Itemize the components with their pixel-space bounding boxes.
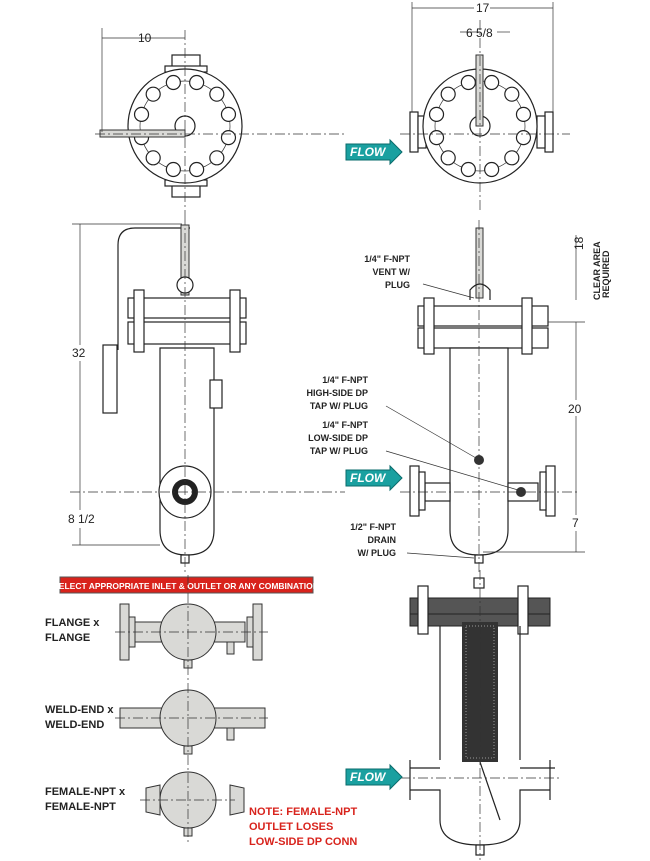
bolt-icon [133, 106, 150, 122]
plan-view-right [400, 20, 570, 210]
option-flange: FLANGE x FLANGE [45, 603, 268, 669]
option-female-npt: FEMALE-NPT x FEMALE-NPT [45, 771, 245, 837]
flow-arrow-bottom: FLOW [345, 764, 403, 790]
option-weld-end: WELD-END x WELD-END [45, 689, 268, 755]
callout-high-side-dp: 1/4" F-NPT HIGH-SIDE DP TAP W/ PLUG [306, 375, 477, 459]
dimension-8-1-2: 8 1/2 [66, 492, 160, 546]
svg-text:1/4" F-NPT: 1/4" F-NPT [322, 375, 368, 385]
female-npt-note: NOTE: FEMALE-NPT OUTLET LOSES LOW-SIDE D… [249, 806, 357, 848]
bolt-icon [209, 150, 225, 166]
svg-text:32: 32 [72, 346, 86, 360]
bolt-icon [220, 130, 237, 146]
bolt-icon [460, 74, 476, 91]
svg-text:1/4" F-NPT: 1/4" F-NPT [364, 254, 410, 264]
plan-view-left [95, 30, 345, 215]
svg-text:HIGH-SIDE DP: HIGH-SIDE DP [306, 388, 368, 398]
bolt-icon [165, 161, 181, 178]
selection-banner: SELECT APPROPRIATE INLET & OUTLET OR ANY… [53, 576, 319, 594]
svg-text:17: 17 [476, 1, 490, 15]
svg-text:VENT W/: VENT W/ [373, 267, 411, 277]
bolt-icon [515, 106, 532, 122]
svg-text:8 1/2: 8 1/2 [68, 512, 95, 526]
dimension-6-5-8: 6 5/8 [460, 26, 510, 40]
bolt-icon [504, 150, 520, 166]
svg-text:FLOW: FLOW [350, 471, 387, 485]
svg-text:FEMALE-NPT: FEMALE-NPT [45, 801, 116, 813]
svg-text:TAP W/ PLUG: TAP W/ PLUG [310, 401, 368, 411]
svg-text:WELD-END x: WELD-END x [45, 704, 114, 716]
svg-text:OUTLET LOSES: OUTLET LOSES [249, 821, 333, 833]
bolt-icon [209, 86, 225, 102]
dimension-20: 20 [548, 321, 590, 492]
bolt-icon [165, 74, 181, 91]
bolt-icon [484, 161, 500, 178]
dimension-17: 17 [411, 0, 554, 112]
svg-text:TAP W/ PLUG: TAP W/ PLUG [310, 446, 368, 456]
callout-low-side-dp: 1/4" F-NPT LOW-SIDE DP TAP W/ PLUG [308, 420, 519, 491]
bolt-icon [504, 86, 520, 102]
callout-drain: 1/2" F-NPT DRAIN W/ PLUG [350, 522, 475, 559]
bolt-icon [440, 86, 456, 102]
svg-text:7: 7 [572, 516, 579, 530]
dimension-10: 10 [101, 28, 185, 132]
svg-text:DRAIN: DRAIN [368, 535, 397, 545]
bolt-icon [145, 150, 161, 166]
svg-text:1/4" F-NPT: 1/4" F-NPT [322, 420, 368, 430]
svg-text:FEMALE-NPT x: FEMALE-NPT x [45, 786, 126, 798]
cutaway-view [400, 570, 560, 860]
dimension-32: 32 [68, 223, 182, 492]
flow-arrow-middle: FLOW [345, 465, 403, 491]
svg-text:10: 10 [138, 31, 152, 45]
svg-text:FLOW: FLOW [350, 770, 387, 784]
svg-text:LOW-SIDE DP: LOW-SIDE DP [308, 433, 368, 443]
svg-text:18: 18 [572, 236, 586, 250]
bolt-icon [484, 74, 500, 91]
svg-text:FLANGE x: FLANGE x [45, 617, 100, 629]
svg-text:PLUG: PLUG [385, 280, 410, 290]
bolt-icon [428, 130, 445, 146]
bolt-icon [220, 106, 237, 122]
bolt-icon [428, 106, 445, 122]
svg-text:1/2" F-NPT: 1/2" F-NPT [350, 522, 396, 532]
svg-text:LOW-SIDE DP CONN: LOW-SIDE DP CONN [249, 836, 357, 848]
bolt-icon [460, 161, 476, 178]
svg-text:20: 20 [568, 402, 582, 416]
svg-text:FLOW: FLOW [350, 145, 387, 159]
svg-text:WELD-END: WELD-END [45, 719, 104, 731]
dimension-7: 7 [483, 492, 585, 553]
callout-vent: 1/4" F-NPT VENT W/ PLUG [364, 254, 475, 299]
svg-text:6 5/8: 6 5/8 [466, 26, 493, 40]
svg-text:FLANGE: FLANGE [45, 632, 90, 644]
bolt-icon [515, 130, 532, 146]
bolt-icon [189, 161, 205, 178]
bolt-icon [440, 150, 456, 166]
bolt-icon [189, 74, 205, 91]
elevation-right [400, 220, 580, 575]
bolt-icon [145, 86, 161, 102]
svg-text:CLEAR AREA: CLEAR AREA [592, 241, 602, 300]
svg-text:REQUIRED: REQUIRED [601, 250, 611, 298]
svg-text:W/ PLUG: W/ PLUG [358, 548, 397, 558]
elevation-left [70, 215, 345, 575]
dimension-18: 18 CLEAR AREA REQUIRED [572, 235, 611, 300]
flow-arrow-top: FLOW [345, 139, 403, 165]
svg-text:NOTE: FEMALE-NPT: NOTE: FEMALE-NPT [249, 806, 357, 818]
svg-text:SELECT APPROPRIATE INLET & OUT: SELECT APPROPRIATE INLET & OUTLET OR ANY… [53, 581, 319, 591]
